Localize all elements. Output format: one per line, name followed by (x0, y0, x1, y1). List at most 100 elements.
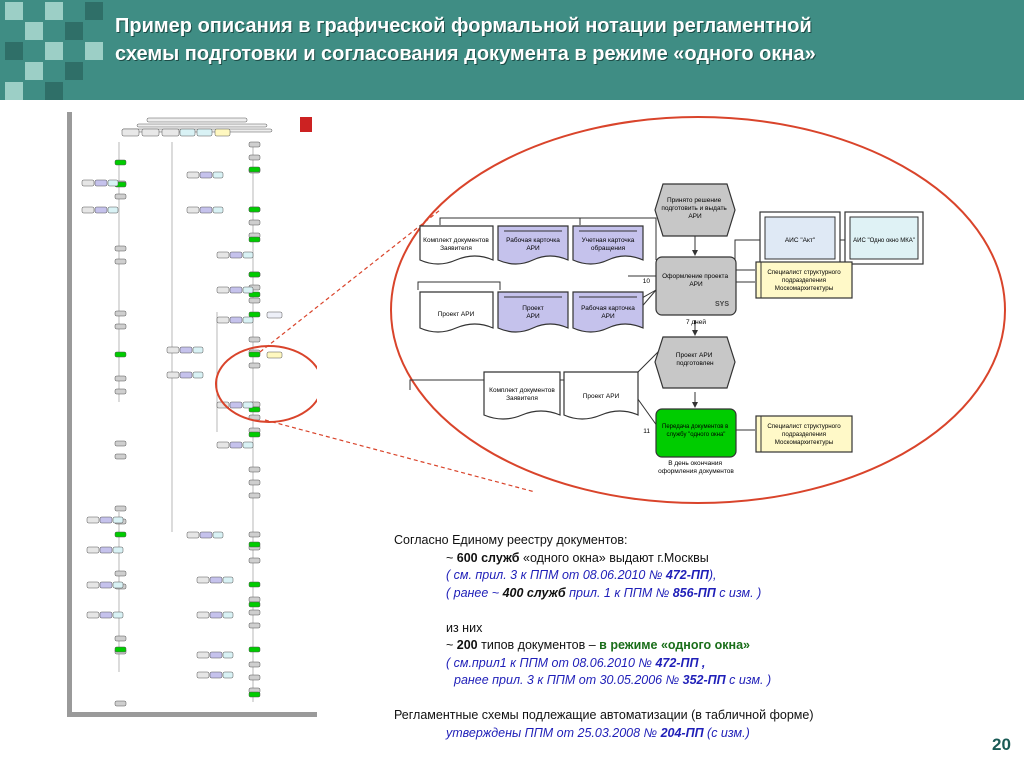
overview-event (114, 570, 127, 577)
overview-doc (179, 346, 193, 354)
overview-header-line (136, 123, 268, 128)
registry-text: Согласно Единому реестру документов: ~ 6… (394, 532, 1004, 742)
slide-title: Пример описания в графической формальной… (115, 12, 1015, 68)
overview-system (107, 179, 119, 187)
checker-square (45, 82, 63, 100)
detail-diagram: Принято решение подготовить и выдать АРИ… (380, 110, 1010, 510)
overview-system (112, 581, 124, 589)
overview-function (248, 406, 261, 413)
svg-text:Передача документов в: Передача документов в службу "одного окн… (662, 424, 730, 438)
overview-event (248, 219, 261, 226)
overview-function (248, 431, 261, 438)
func-prepare: Оформление проекта АРИ 10 SYS 7 дней (643, 256, 737, 326)
slide-header: Пример описания в графической формальной… (0, 0, 1024, 100)
overview-event (114, 375, 127, 382)
overview-system (196, 128, 213, 137)
overview-event (114, 388, 127, 395)
overview-doc (186, 206, 200, 214)
sys-tag: SYS (715, 301, 729, 308)
system-one-window: АИС "Одно окно МКА" (844, 211, 924, 265)
connector-bottom (264, 419, 536, 493)
overview-system (179, 128, 196, 137)
overview-doc (186, 531, 200, 539)
text-line-8: ранее прил. 3 к ППМ от 30.05.2006 № 352-… (454, 673, 772, 687)
overview-doc (209, 576, 223, 584)
text-line-10: утверждены ППМ от 25.03.2008 № 204-ПП (с… (446, 725, 750, 740)
overview-doc (229, 401, 243, 409)
overview-event (248, 674, 261, 681)
moscow-emblem-icon (300, 117, 312, 132)
overview-event (248, 466, 261, 473)
svg-text:Оформление проекта АРИ: Оформление проекта АРИ (662, 273, 730, 288)
overview-system (112, 516, 124, 524)
detail-zoom-ellipse (390, 116, 1006, 504)
overview-function (248, 271, 261, 278)
checker-square (25, 62, 43, 80)
checker-square (65, 22, 83, 40)
overview-system (107, 206, 119, 214)
overview-event (248, 492, 261, 499)
overview-doc (216, 441, 230, 449)
overview-function (248, 541, 261, 548)
overview-event (248, 609, 261, 616)
overview-system (242, 316, 254, 324)
event-decision-label: Принято решение подготовить и выдать АРИ (661, 197, 728, 220)
overview-doc (186, 171, 200, 179)
overview-system (222, 671, 234, 679)
overview-system (242, 401, 254, 409)
overview-doc (229, 316, 243, 324)
overview-event (248, 141, 261, 148)
overview-doc (229, 286, 243, 294)
overview-function (248, 691, 261, 698)
func-prepare-duration: 7 дней (686, 318, 706, 326)
overview-doc (209, 651, 223, 659)
overview-system (266, 311, 283, 319)
svg-text:АИС "Акт": АИС "Акт" (785, 237, 816, 244)
overview-doc (166, 371, 180, 379)
overview-function (248, 311, 261, 318)
system-akt: АИС "Акт" (759, 211, 841, 265)
doc-project-ari-3: Проект АРИ (563, 371, 639, 420)
overview-flowchart (67, 112, 317, 717)
overview-doc (196, 671, 210, 679)
overview-doc (99, 581, 113, 589)
overview-doc (199, 531, 213, 539)
overview-event (248, 362, 261, 369)
overview-event (114, 440, 127, 447)
overview-doc (179, 371, 193, 379)
overview-system (242, 251, 254, 259)
svg-text:Проект АРИ: Проект АРИ (583, 393, 620, 400)
title-line-1: Пример описания в графической формальной… (115, 15, 812, 37)
func-transfer: Передача документов в службу "одного окн… (643, 408, 737, 475)
overview-system (222, 611, 234, 619)
overview-doc (196, 576, 210, 584)
overview-system (222, 651, 234, 659)
checker-square (45, 42, 63, 60)
checker-decoration (0, 0, 110, 100)
overview-doc (199, 206, 213, 214)
overview-event (248, 154, 261, 161)
overview-doc (99, 611, 113, 619)
overview-doc (81, 179, 95, 187)
text-line-7: ( см.прил1 к ППМ от 08.06.2010 № 472-ПП … (446, 655, 706, 670)
text-line-1: Согласно Единому реестру документов: (394, 533, 628, 547)
overview-event (114, 193, 127, 200)
overview-doc (86, 516, 100, 524)
overview-system (112, 546, 124, 554)
overview-function (248, 581, 261, 588)
overview-system (192, 346, 204, 354)
svg-text:В день окончания оформ: В день окончания оформления документов (658, 460, 734, 475)
overview-event (248, 297, 261, 304)
overview-doc (229, 251, 243, 259)
svg-text:АИС "Одно окно МКА": АИС "Одно окно МКА" (853, 238, 915, 244)
overview-system (212, 206, 224, 214)
svg-text:Проект АРИ: Проект АРИ (438, 311, 475, 318)
overview-doc (196, 651, 210, 659)
checker-square (65, 62, 83, 80)
